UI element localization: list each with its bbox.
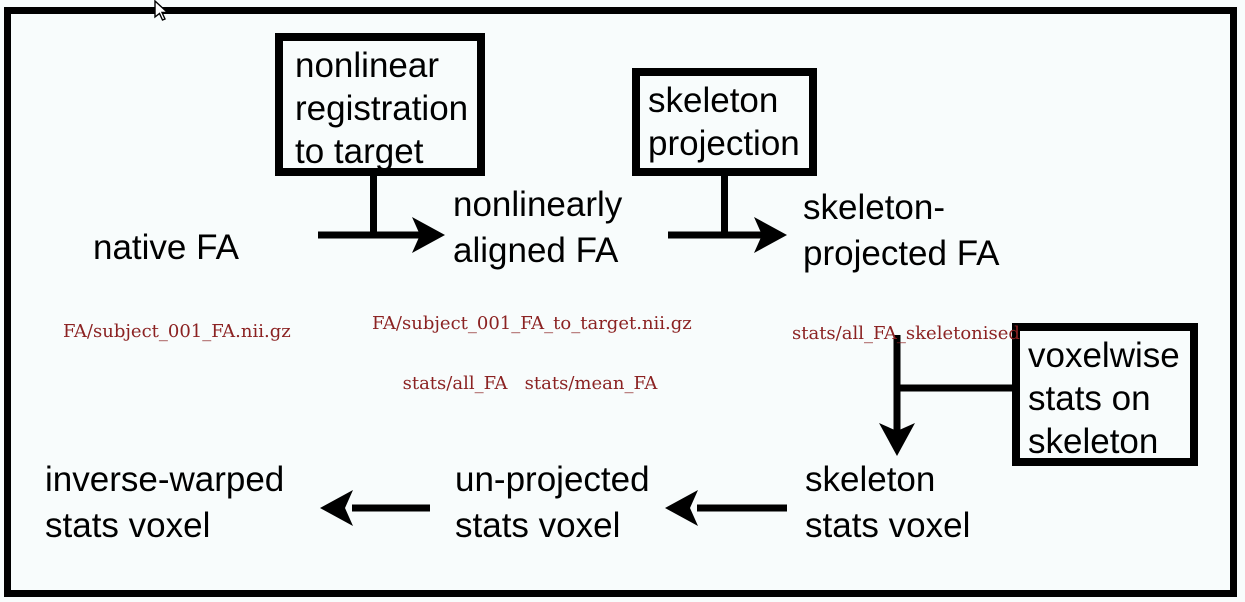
box-line: voxelwise — [1028, 336, 1180, 375]
arrow-skeleton-stats-to-unprojected — [665, 490, 787, 526]
filepath-line: FA/subject_001_FA_to_target.nii.gz — [372, 313, 692, 334]
box-nonlinear-registration: nonlinear registration to target — [275, 33, 485, 176]
node-label-line: un-projected — [455, 460, 650, 499]
node-label-line: native FA — [93, 228, 239, 267]
node-label-line: nonlinearly — [453, 185, 623, 224]
node-inverse-warped-stats-voxel: inverse-warped stats voxel — [45, 457, 284, 549]
node-label-line: inverse-warped — [45, 460, 285, 499]
box-line: skeleton — [1028, 422, 1159, 461]
arrow-unprojected-to-inverse-warped — [320, 490, 430, 526]
diagram-border — [4, 7, 1237, 597]
node-label-line: stats voxel — [45, 506, 211, 545]
node-native-fa: native FA — [93, 225, 239, 271]
filepath-line: FA/subject_001_FA.nii.gz — [63, 321, 291, 342]
node-label-line: skeleton- — [803, 188, 946, 227]
box-line: registration — [295, 89, 469, 128]
node-un-projected-stats-voxel: un-projected stats voxel — [455, 457, 650, 549]
box-line: to target — [295, 132, 424, 171]
box-skeleton-projection: skeleton projection — [632, 68, 817, 176]
filepath-line: stats/all_FA_skeletonised — [792, 323, 1020, 344]
filepath-skeleton-projected-fa: stats/all_FA_skeletonised — [792, 284, 1020, 384]
filepath-nonlinearly-aligned-fa: FA/subject_001_FA_to_target.nii.gz stats… — [372, 274, 692, 434]
node-label-line: aligned FA — [453, 231, 619, 270]
mouse-cursor-icon — [154, 0, 170, 21]
node-label-line: stats voxel — [805, 506, 971, 545]
arrow-native-to-aligned — [318, 175, 445, 253]
box-voxelwise-stats: voxelwise stats on skeleton — [1012, 323, 1198, 466]
arrow-skeleton-projected-to-skeleton-stats — [879, 335, 1012, 456]
node-label-line: skeleton — [805, 460, 936, 499]
box-line: stats on — [1028, 379, 1151, 418]
node-label-line: stats voxel — [455, 506, 621, 545]
filepath-line: stats/all_FA stats/mean_FA — [402, 373, 658, 394]
node-skeleton-stats-voxel: skeleton stats voxel — [805, 457, 970, 549]
arrow-aligned-to-skeleton-projected — [668, 175, 787, 253]
node-nonlinearly-aligned-fa: nonlinearly aligned FA — [453, 182, 622, 274]
box-line: skeleton — [648, 81, 779, 120]
filepath-native-fa: FA/subject_001_FA.nii.gz — [63, 282, 291, 382]
node-label-line: projected FA — [803, 234, 1000, 273]
node-skeleton-projected-fa: skeleton- projected FA — [803, 185, 1000, 277]
box-line: nonlinear — [295, 46, 439, 85]
box-line: projection — [648, 124, 800, 163]
